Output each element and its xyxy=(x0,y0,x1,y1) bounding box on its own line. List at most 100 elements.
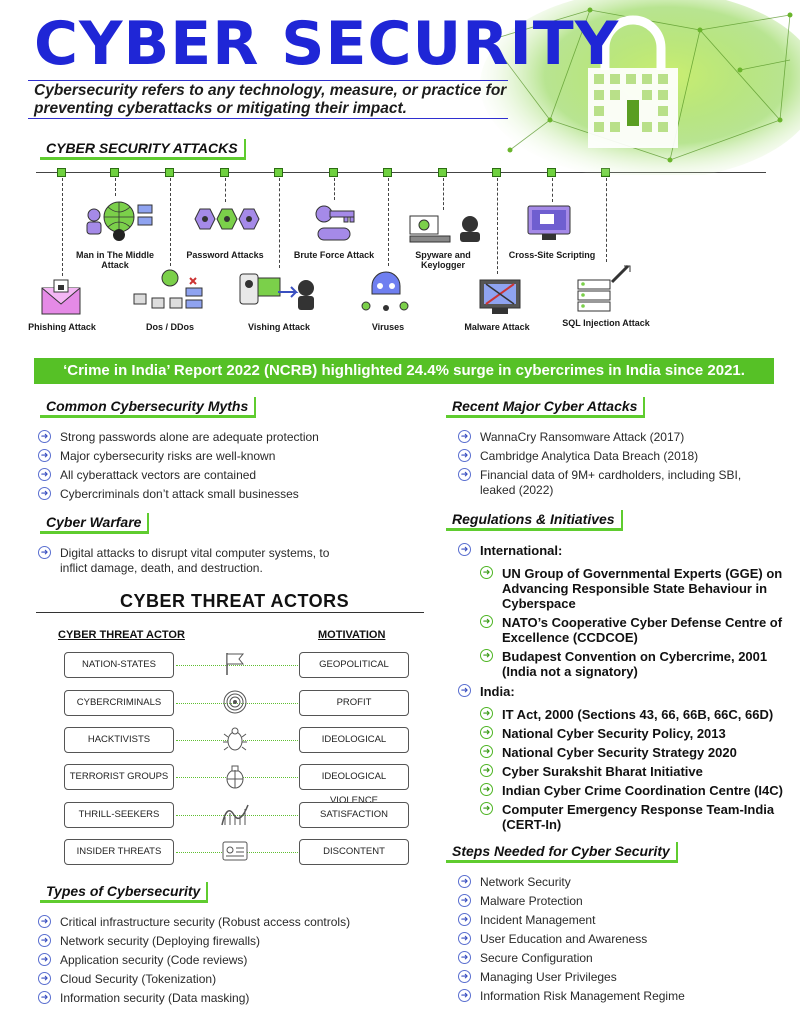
envelope-icon xyxy=(41,279,81,315)
flag-icon xyxy=(226,653,245,675)
list-item: ➜Malware Protection xyxy=(458,894,778,909)
list-item: ➜IT Act, 2000 (Sections 43, 66, 66B, 66C… xyxy=(480,707,792,722)
attack-label: SQL Injection Attack xyxy=(562,318,650,328)
motivation-box: DISCONTENT xyxy=(299,839,409,865)
attack-label: Brute Force Attack xyxy=(293,250,375,260)
myths-heading: Common Cybersecurity Myths xyxy=(40,397,257,418)
timeline-node xyxy=(329,168,338,177)
hacker-icon xyxy=(86,201,153,241)
motivation-box: PROFIT xyxy=(299,690,409,716)
list-item: ➜All cyberattack vectors are contained xyxy=(38,468,418,483)
list-item: ➜Incident Management xyxy=(458,913,778,928)
arrow-circle-icon: ➜ xyxy=(458,989,471,1002)
attacks-heading: CYBER SECURITY ATTACKS xyxy=(40,139,246,160)
list-item: ➜Financial data of 9M+ cardholders, incl… xyxy=(458,468,758,498)
list-item: ➜UN Group of Governmental Experts (GGE) … xyxy=(480,566,792,611)
list-item: ➜National Cyber Security Policy, 2013 xyxy=(480,726,792,741)
threat-actors-divider xyxy=(36,612,424,613)
subtitle-divider xyxy=(28,118,508,119)
timeline-connector xyxy=(443,178,444,210)
arrow-circle-icon: ➜ xyxy=(458,913,471,926)
regulations-heading: Regulations & Initiatives xyxy=(446,510,623,531)
timeline-connector xyxy=(388,178,389,266)
phone-icon xyxy=(239,273,314,310)
timeline-node xyxy=(492,168,501,177)
timeline-node xyxy=(165,168,174,177)
timeline-connector xyxy=(225,178,226,202)
arrow-circle-icon: ➜ xyxy=(458,951,471,964)
attack-label: Phishing Attack xyxy=(28,322,96,332)
list-item: ➜Network Security xyxy=(458,875,778,890)
server-icon xyxy=(577,264,631,312)
arrow-circle-icon: ➜ xyxy=(458,894,471,907)
arrow-circle-icon: ➜ xyxy=(458,684,471,697)
arrow-circle-icon: ➜ xyxy=(38,972,51,985)
id-card-icon xyxy=(222,841,248,861)
steps-heading: Steps Needed for Cyber Security xyxy=(446,842,678,863)
threat-actor-box: NATION-STATES xyxy=(64,652,174,678)
india-list: ➜IT Act, 2000 (Sections 43, 66, 66B, 66C… xyxy=(480,707,792,836)
arrow-circle-icon: ➜ xyxy=(38,430,51,443)
virus-icon xyxy=(361,271,409,311)
arrow-circle-icon: ➜ xyxy=(38,487,51,500)
title-divider xyxy=(28,80,508,81)
list-item: ➜Cyber Surakshit Bharat Initiative xyxy=(480,764,792,779)
arrow-circle-icon: ➜ xyxy=(480,707,493,720)
list-item: ➜Digital attacks to disrupt vital comput… xyxy=(38,546,348,576)
page-subtitle: Cybersecurity refers to any technology, … xyxy=(34,82,507,117)
timeline-connector xyxy=(170,178,171,266)
motivation-box: SATISFACTION xyxy=(299,802,409,828)
ncrb-report-banner: ‘Crime in India’ Report 2022 (NCRB) high… xyxy=(34,358,774,384)
list-item: ➜NATO’s Cooperative Cyber Defense Centre… xyxy=(480,615,792,645)
malware-icon xyxy=(479,279,521,314)
list-item: ➜Cybercriminals don’t attack small busin… xyxy=(38,487,418,502)
list-item: ➜Cambridge Analytica Data Breach (2018) xyxy=(458,449,758,464)
bug-icon xyxy=(223,727,247,751)
warfare-heading: Cyber Warfare xyxy=(40,513,150,534)
monitor-icon xyxy=(527,205,571,240)
arrow-circle-icon: ➜ xyxy=(38,991,51,1004)
arrow-circle-icon: ➜ xyxy=(480,745,493,758)
arrow-circle-icon: ➜ xyxy=(480,615,493,628)
attack-label: Vishing Attack xyxy=(247,322,310,332)
motivation-box: IDEOLOGICAL VIOLENCE xyxy=(299,764,409,806)
motivation-box: GEOPOLITICAL xyxy=(299,652,409,678)
list-item: ➜Indian Cyber Crime Coordination Centre … xyxy=(480,783,792,798)
list-item: ➜WannaCry Ransomware Attack (2017) xyxy=(458,430,758,445)
network-icon xyxy=(133,269,203,309)
types-list: ➜Critical infrastructure security (Robus… xyxy=(38,915,438,1010)
arrow-circle-icon: ➜ xyxy=(38,546,51,559)
actor-motivation-connector xyxy=(176,665,298,666)
threat-actor-box: TERRORIST GROUPS xyxy=(64,764,174,790)
timeline-connector xyxy=(62,178,63,276)
recent-attacks-list: ➜WannaCry Ransomware Attack (2017) ➜Camb… xyxy=(458,430,758,502)
threat-actors-title: CYBER THREAT ACTORS xyxy=(120,591,350,611)
arrow-circle-icon: ➜ xyxy=(38,449,51,462)
list-item: ➜Major cybersecurity risks are well-know… xyxy=(38,449,418,464)
arrow-circle-icon: ➜ xyxy=(458,970,471,983)
arrow-circle-icon: ➜ xyxy=(480,726,493,739)
list-item: ➜Critical infrastructure security (Robus… xyxy=(38,915,438,930)
arrow-circle-icon: ➜ xyxy=(38,915,51,928)
attack-label: Password Attacks xyxy=(186,250,264,260)
arrow-circle-icon: ➜ xyxy=(38,934,51,947)
arrow-circle-icon: ➜ xyxy=(480,764,493,777)
fingerprint-icon xyxy=(223,690,247,714)
attack-label: Spyware and Keylogger xyxy=(415,250,471,270)
india-heading-list: ➜India: xyxy=(458,684,658,703)
attack-label: Cross-Site Scripting xyxy=(508,250,596,260)
actor-column-header: CYBER THREAT ACTOR xyxy=(58,629,185,641)
types-heading: Types of Cybersecurity xyxy=(40,882,209,903)
warfare-list: ➜Digital attacks to disrupt vital comput… xyxy=(38,546,348,580)
page-title: CYBER SECURITY xyxy=(34,9,620,79)
myths-list: ➜Strong passwords alone are adequate pro… xyxy=(38,430,418,506)
timeline-node xyxy=(220,168,229,177)
steps-list: ➜Network Security ➜Malware Protection ➜I… xyxy=(458,875,778,1008)
regulations-list: ➜International: xyxy=(458,543,790,562)
list-item: ➜Strong passwords alone are adequate pro… xyxy=(38,430,418,445)
key-icon xyxy=(315,205,355,241)
motivation-box: IDEOLOGICAL xyxy=(299,727,409,753)
attacks-timeline xyxy=(36,172,766,173)
threat-actor-box: THRILL-SEEKERS xyxy=(64,802,174,828)
arrow-circle-icon: ➜ xyxy=(458,543,471,556)
